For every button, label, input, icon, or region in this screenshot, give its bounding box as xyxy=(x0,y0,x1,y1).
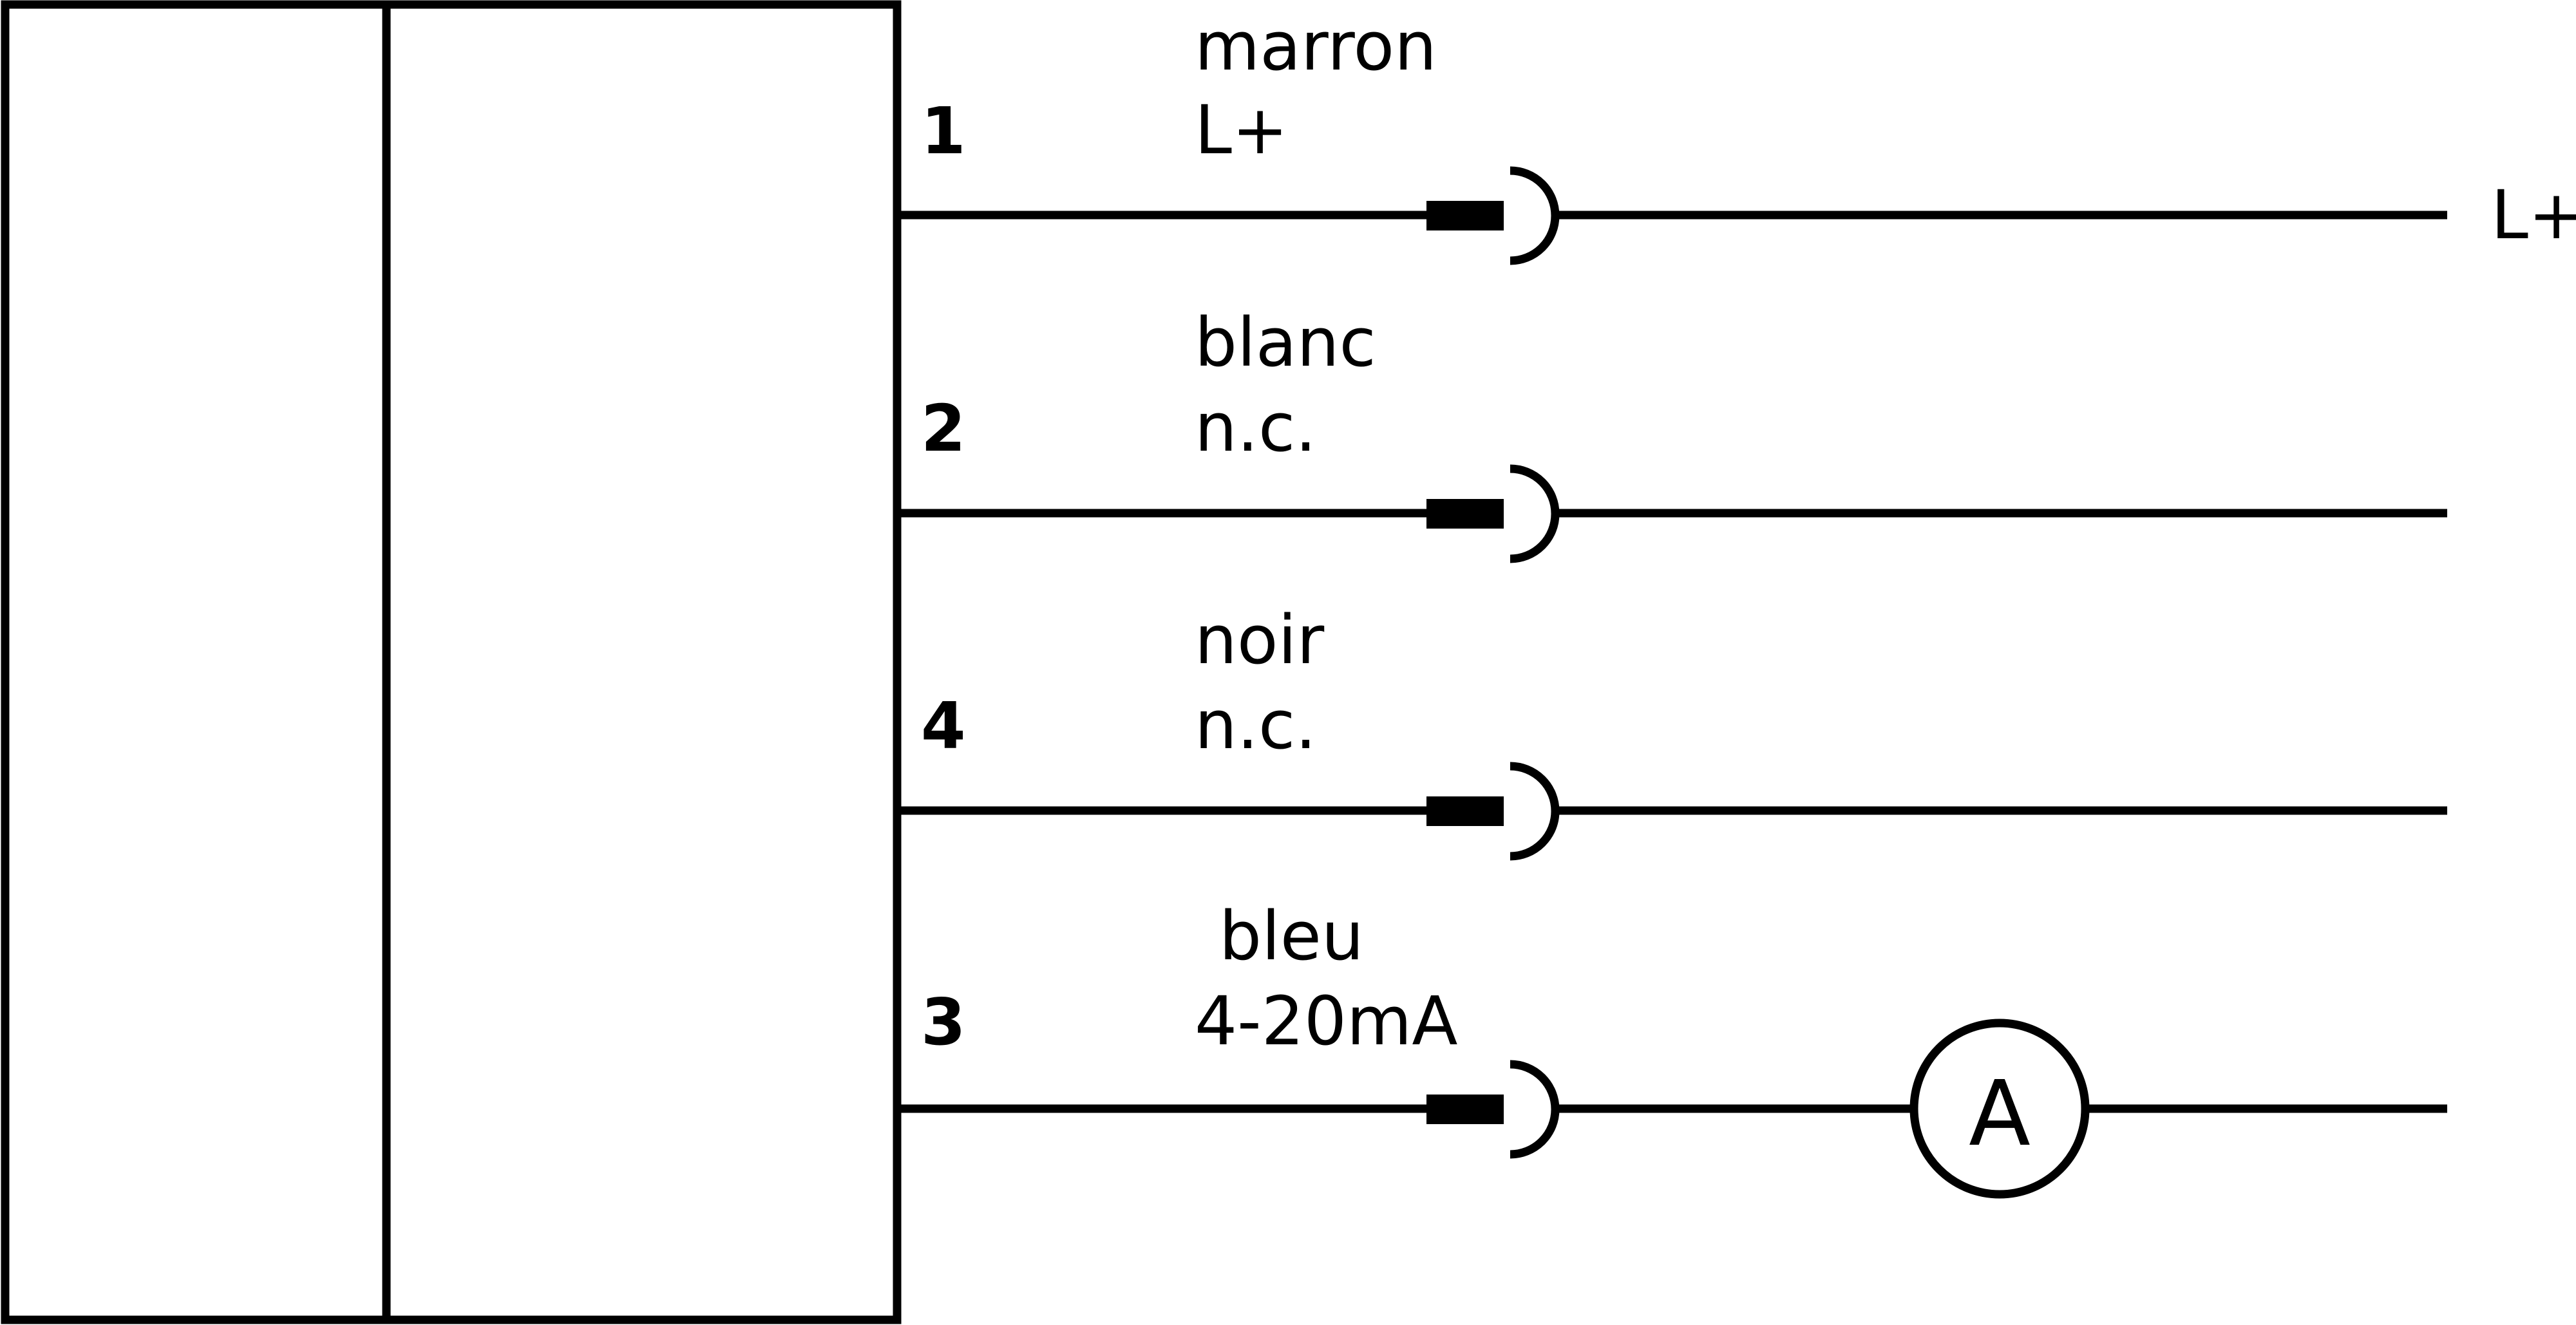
wire-1: 1 marron L+ L+ xyxy=(897,7,2576,265)
plug-pin xyxy=(1426,201,1504,230)
supply-terminal-label: L+ xyxy=(2491,176,2576,254)
pin-number: 1 xyxy=(921,93,966,169)
wire-color-label: marron xyxy=(1195,7,1437,86)
wire-function-label: L+ xyxy=(1195,91,1288,169)
socket-arc xyxy=(1510,1060,1560,1159)
socket-arc xyxy=(1510,762,1560,861)
ammeter-icon: A xyxy=(1909,1019,2090,1199)
sensor-body xyxy=(1,0,902,1324)
socket-arc xyxy=(1510,464,1560,563)
wire-2: 2 blanc n.c. xyxy=(897,303,2447,563)
pin-number: 4 xyxy=(921,688,966,764)
plug-pin xyxy=(1426,499,1504,529)
pin-number: 3 xyxy=(921,984,966,1060)
wire-function-label: n.c. xyxy=(1195,686,1316,764)
wire-3: 3 bleu 4-20mA A xyxy=(897,897,2447,1199)
wire-4: 4 noir n.c. xyxy=(897,601,2447,861)
pin-number: 2 xyxy=(921,391,966,466)
plug-pin xyxy=(1426,796,1504,826)
wire-color-label: blanc xyxy=(1195,303,1376,382)
socket-arc xyxy=(1510,166,1560,265)
ammeter-symbol: A xyxy=(1969,1062,2031,1167)
wire-color-label: bleu xyxy=(1219,897,1364,975)
wire-function-label: n.c. xyxy=(1195,388,1316,467)
plug-pin xyxy=(1426,1095,1504,1124)
wire-function-label: 4-20mA xyxy=(1195,982,1457,1060)
wire-color-label: noir xyxy=(1195,601,1324,679)
